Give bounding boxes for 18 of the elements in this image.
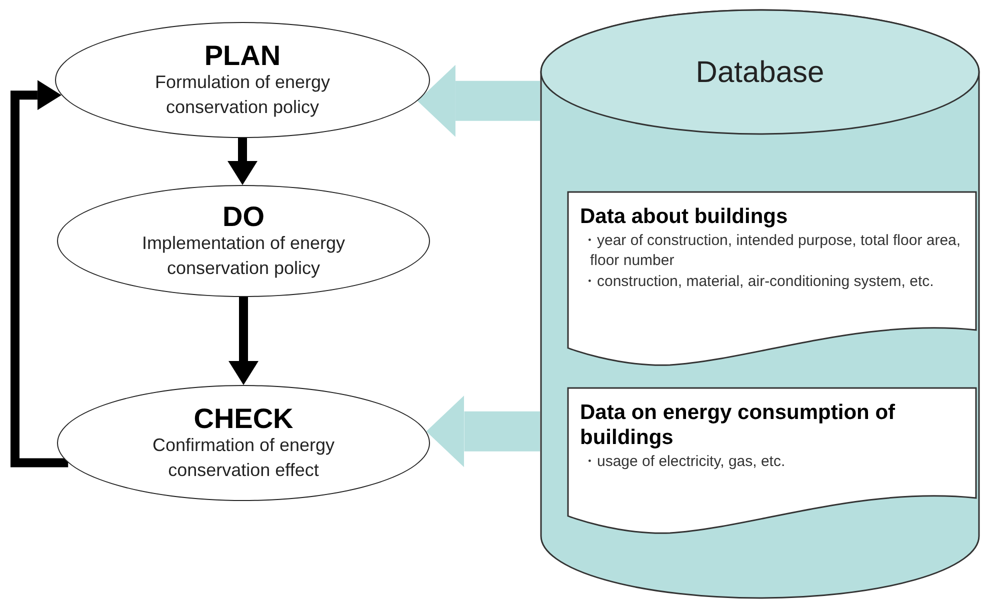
document-heading: Data about buildings — [580, 204, 789, 230]
wide-arrow — [426, 395, 540, 468]
stage-description: Formulation of energy conservation policy — [154, 71, 332, 119]
database-cylinder — [540, 8, 980, 600]
stage-title: PLAN — [204, 41, 281, 70]
stage-title: DO — [222, 202, 264, 232]
arrow — [228, 138, 258, 185]
database-title: Database — [694, 56, 826, 90]
stage-title: CHECK — [194, 404, 294, 434]
wide-arrow — [417, 64, 540, 137]
bullet-item: ・construction, material, air-conditioning system, etc. — [581, 272, 935, 292]
document-heading: Data on energy consumption of buildings — [580, 400, 896, 450]
stage-description: Implementation of energy conservation policy — [140, 232, 346, 280]
bullet-item: ・year of construction, intended purpose, total floor area, floor number — [581, 231, 962, 272]
stage-description: Confirmation of energy conservation effect — [151, 434, 336, 482]
arrow — [10, 80, 68, 468]
arrow — [228, 297, 258, 385]
bullet-item: ・usage of electricity, gas, etc. — [581, 452, 786, 472]
